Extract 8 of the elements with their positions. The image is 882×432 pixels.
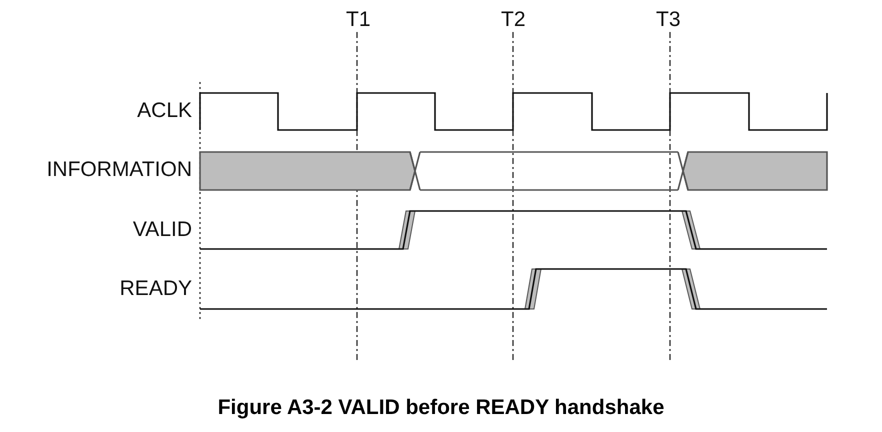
signal-label: INFORMATION	[46, 158, 192, 182]
signal-label: VALID	[132, 218, 192, 242]
signal-label: READY	[118, 277, 192, 301]
time-label: T2	[501, 8, 526, 32]
time-label: T1	[346, 8, 371, 32]
time-label: T3	[656, 8, 681, 32]
figure-caption: Figure A3-2 VALID before READY handshake	[216, 396, 666, 420]
signal-label: ACLK	[136, 99, 192, 123]
